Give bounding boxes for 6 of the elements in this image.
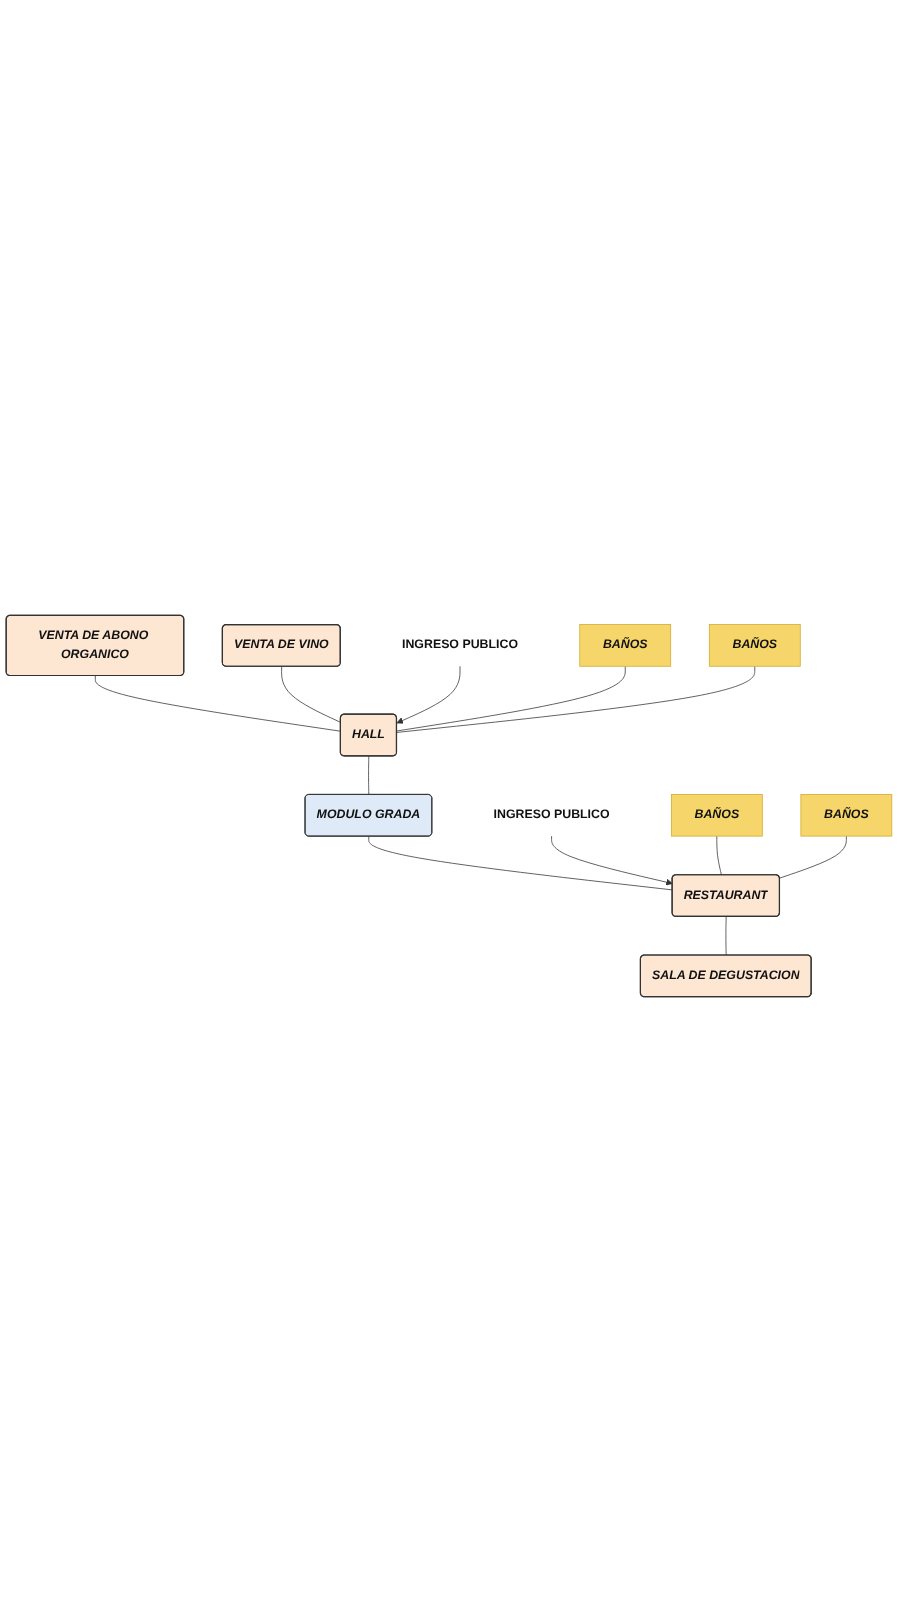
connector: [779, 835, 847, 879]
connector: [716, 835, 722, 876]
connector: [725, 916, 727, 956]
connector: [281, 666, 342, 723]
connector: [368, 755, 370, 796]
connector: [94, 675, 342, 732]
